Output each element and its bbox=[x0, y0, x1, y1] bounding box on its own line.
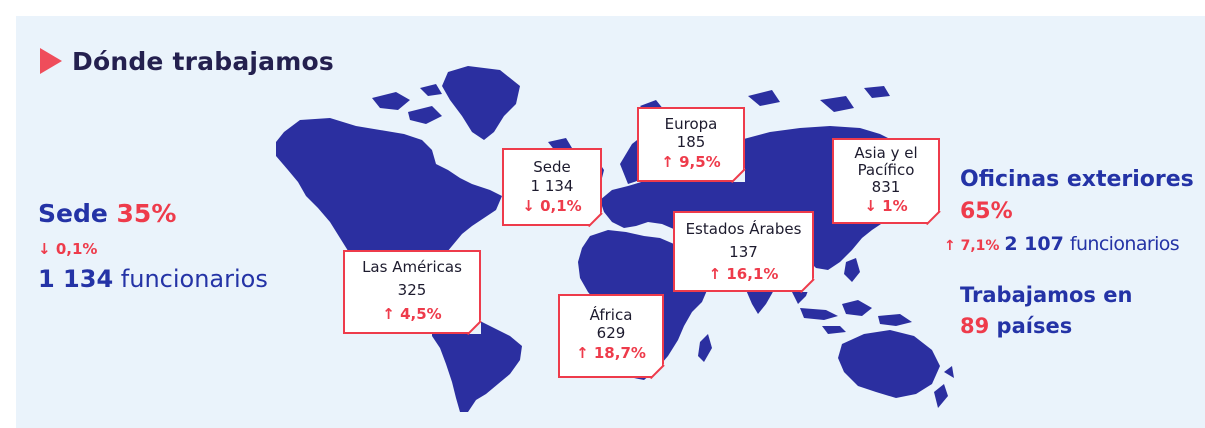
region-name: Europa bbox=[664, 115, 718, 133]
offices-heading: Oficinas exteriores bbox=[960, 167, 1194, 192]
map-arctic-russia bbox=[640, 86, 890, 116]
arrow-up-icon: ↑ bbox=[382, 305, 395, 323]
sede-count-label: funcionarios bbox=[120, 265, 268, 293]
region-card-asia-pacific: Asia y el Pacífico 831 ↓ 1% bbox=[832, 138, 941, 226]
map-madagascar bbox=[698, 334, 712, 362]
region-count: 1 134 bbox=[530, 177, 574, 195]
region-change: ↑ 16,1% bbox=[675, 266, 812, 283]
sede-percent: 35% bbox=[116, 199, 177, 228]
region-card-americas: Las Américas 325 ↑ 4,5% bbox=[343, 250, 482, 336]
arrow-down-icon: ↓ bbox=[38, 240, 51, 258]
countries-line2: 89 países bbox=[960, 314, 1072, 338]
sede-heading: Sede 35% bbox=[38, 199, 176, 228]
region-change: ↑ 18,7% bbox=[560, 345, 662, 362]
region-change-value: 0,1% bbox=[540, 197, 582, 215]
countries-label: países bbox=[996, 314, 1073, 338]
region-card-arab-states: Estados Árabes 137 ↑ 16,1% bbox=[673, 211, 815, 294]
map-south-america bbox=[432, 314, 522, 412]
triangle-bullet-icon bbox=[40, 48, 62, 74]
region-change: ↓ 0,1% bbox=[504, 198, 600, 215]
arrow-down-icon: ↓ bbox=[864, 197, 877, 215]
region-count: 325 bbox=[397, 281, 427, 299]
region-count: 629 bbox=[596, 324, 626, 342]
offices-percent: 65% bbox=[960, 199, 1013, 224]
offices-count-number: 2 107 bbox=[1004, 233, 1064, 255]
region-change-value: 9,5% bbox=[679, 153, 721, 171]
map-north-america bbox=[276, 118, 502, 300]
sede-label: Sede bbox=[38, 199, 108, 228]
offices-count-label: funcionarios bbox=[1069, 233, 1180, 255]
map-greenland bbox=[442, 66, 520, 140]
region-count: 831 bbox=[871, 178, 901, 196]
map-australia bbox=[838, 330, 940, 398]
sede-staff-count: 1 134 funcionarios bbox=[38, 265, 268, 293]
sede-count-number: 1 134 bbox=[38, 265, 114, 293]
region-count: 185 bbox=[676, 133, 706, 151]
page-title: Dónde trabajamos bbox=[72, 46, 334, 76]
region-card-africa: África 629 ↑ 18,7% bbox=[558, 294, 665, 380]
region-change-value: 16,1% bbox=[726, 265, 779, 283]
sede-change: ↓ 0,1% bbox=[38, 240, 97, 258]
offices-change-value: 7,1% bbox=[960, 238, 1000, 254]
region-name: Sede bbox=[533, 158, 571, 176]
region-change-value: 1% bbox=[882, 197, 908, 215]
region-change-value: 4,5% bbox=[400, 305, 442, 323]
region-name: Estados Árabes bbox=[685, 220, 802, 238]
sede-change-value: 0,1% bbox=[55, 240, 98, 258]
map-new-zealand bbox=[934, 366, 954, 408]
arrow-up-icon: ↑ bbox=[708, 265, 722, 283]
map-arctic-islands bbox=[372, 84, 442, 124]
region-change: ↓ 1% bbox=[834, 198, 938, 215]
region-change: ↑ 4,5% bbox=[345, 306, 479, 323]
section-header: Dónde trabajamos bbox=[40, 44, 334, 78]
region-card-sede: Sede 1 134 ↓ 0,1% bbox=[502, 148, 603, 228]
arrow-up-icon: ↑ bbox=[944, 238, 956, 254]
region-change: ↑ 9,5% bbox=[639, 154, 743, 171]
countries-line1: Trabajamos en bbox=[960, 283, 1133, 307]
region-name: Asia y el Pacífico bbox=[854, 144, 918, 179]
region-count: 137 bbox=[729, 243, 758, 261]
arrow-up-icon: ↑ bbox=[576, 344, 589, 362]
arrow-down-icon: ↓ bbox=[522, 197, 535, 215]
countries-number: 89 bbox=[960, 314, 990, 338]
map-philippines bbox=[844, 258, 860, 282]
region-name: África bbox=[589, 306, 633, 324]
offices-change: ↑ 7,1% bbox=[944, 238, 1004, 254]
region-name: Las Américas bbox=[362, 258, 462, 276]
arrow-up-icon: ↑ bbox=[661, 153, 674, 171]
offices-stats-row: ↑ 7,1% 2 107 funcionarios bbox=[944, 233, 1180, 255]
region-change-value: 18,7% bbox=[593, 344, 646, 362]
map-indonesia bbox=[800, 300, 912, 334]
region-card-europa: Europa 185 ↑ 9,5% bbox=[637, 107, 746, 184]
